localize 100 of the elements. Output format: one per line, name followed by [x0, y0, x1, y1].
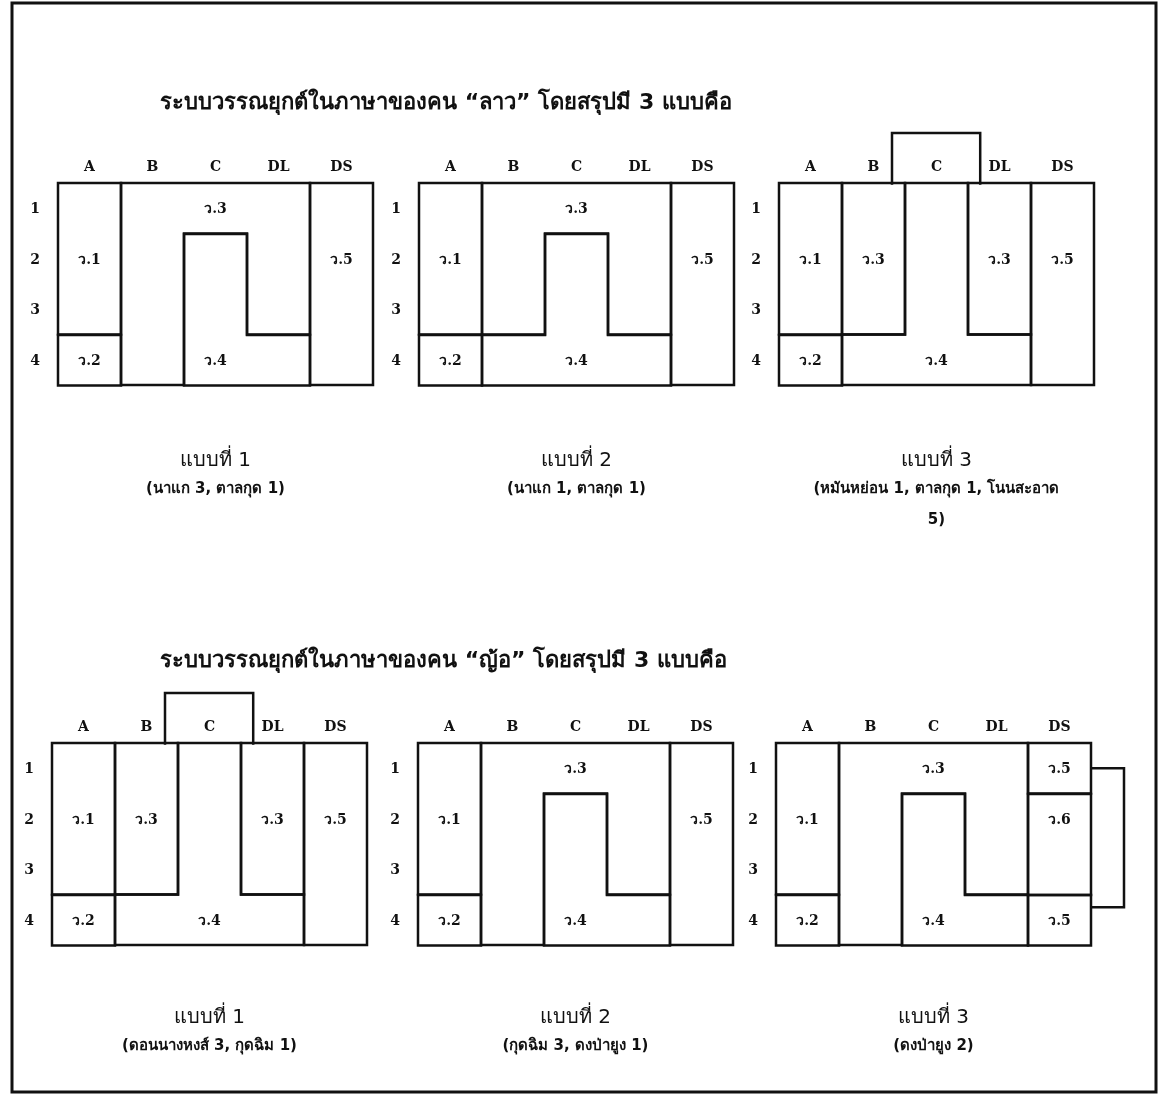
region-label: ว.5 [1048, 910, 1071, 930]
column-header: DS [330, 158, 353, 174]
region-label: ว.1 [72, 809, 95, 829]
column-header: B [146, 158, 159, 174]
row-number: 3 [391, 301, 401, 318]
region-label: ว.2 [799, 350, 822, 370]
pattern-caption: แบบที่ 3 [899, 444, 974, 473]
village-list: (นาแก 1, ตาลกุด 1) [451, 473, 702, 504]
pattern-caption: แบบที่ 2 [539, 444, 614, 473]
region-label: ว.4 [564, 910, 587, 930]
region-label: ว.5 [330, 249, 353, 269]
region-label: ว.3 [922, 759, 945, 779]
column-header: A [444, 718, 455, 734]
region-label: ว.3 [135, 809, 158, 829]
region-label: ว.1 [796, 809, 819, 829]
column-header: C [930, 158, 943, 174]
region-label: ว.3 [564, 759, 587, 779]
column-header: A [805, 158, 816, 174]
row-number: 4 [391, 351, 401, 368]
region-label: ว.6 [1048, 809, 1071, 829]
row-number: 3 [24, 861, 34, 878]
region-label: ว.3 [204, 199, 227, 219]
row-number: 4 [24, 911, 34, 928]
bracket-line [1091, 767, 1126, 909]
village-list: (หมันหย่อน 1, ตาลกุด 1, โนนสะอาด 5) [811, 473, 1062, 535]
column-header: C [570, 158, 583, 174]
pattern-caption: แบบที่ 1 [172, 1001, 247, 1030]
region-label: ว.3 [565, 199, 588, 219]
region-label: ว.1 [439, 249, 462, 269]
row-number: 4 [748, 911, 758, 928]
column-header: DL [628, 158, 651, 174]
village-list: (นาแก 3, ตาลกุด 1) [90, 473, 341, 504]
region-label: ว.1 [438, 809, 461, 829]
region-label: ว.4 [198, 910, 221, 930]
region-label: ว.4 [925, 350, 948, 370]
column-header: DS [1051, 158, 1074, 174]
region-label: ว.2 [439, 350, 462, 370]
column-header: B [506, 718, 519, 734]
region-label: ว.4 [565, 350, 588, 370]
pattern-caption: แบบที่ 1 [178, 444, 253, 473]
region-label: ว.5 [1048, 759, 1071, 779]
row-number: 4 [390, 911, 400, 928]
region-label: ว.4 [204, 350, 227, 370]
column-header: A [802, 718, 813, 734]
region-label: ว.3 [862, 249, 885, 269]
region-label: ว.4 [922, 910, 945, 930]
row-number: 3 [748, 861, 758, 878]
village-list: (ดงป่ายูง 2) [808, 1030, 1059, 1061]
column-header: A [445, 158, 456, 174]
row-number: 3 [30, 301, 40, 318]
row-number: 1 [751, 200, 761, 217]
column-header: DL [261, 718, 284, 734]
column-header: A [84, 158, 95, 174]
row-number: 3 [390, 861, 400, 878]
row-number: 4 [30, 351, 40, 368]
column-header: B [864, 718, 877, 734]
row-number: 2 [391, 250, 401, 267]
column-header: DL [988, 158, 1011, 174]
column-header: C [209, 158, 222, 174]
column-header: DL [627, 718, 650, 734]
pattern-caption: แบบที่ 3 [896, 1001, 971, 1030]
column-header: B [140, 718, 153, 734]
column-header: B [867, 158, 880, 174]
column-header: DL [985, 718, 1008, 734]
region-label: ว.3 [988, 249, 1011, 269]
region-label: ว.1 [799, 249, 822, 269]
village-list: (ดอนนางหงส์ 3, กุดฉิม 1) [84, 1030, 335, 1061]
section-title: ระบบวรรณยุกต์ในภาษาของคน “ญ้อ” โดยสรุปมี 3 แบบคือ [160, 645, 727, 675]
row-number: 2 [30, 250, 40, 267]
column-header: DS [691, 158, 714, 174]
region-label: ว.5 [324, 809, 347, 829]
row-number: 1 [391, 200, 401, 217]
column-header: C [569, 718, 582, 734]
diagram-title: ระบบวรรณยุกต์ในภาษาของคน “ลาว” โดยสรุปมี 3 แบบคือ [160, 87, 732, 117]
row-number: 2 [751, 250, 761, 267]
column-header: DL [267, 158, 290, 174]
row-number: 1 [390, 760, 400, 777]
region-label: ว.1 [78, 249, 101, 269]
region-label: ว.2 [438, 910, 461, 930]
region-label: ว.2 [78, 350, 101, 370]
region-label: ว.5 [1051, 249, 1074, 269]
region-label: ว.2 [72, 910, 95, 930]
column-header: A [78, 718, 89, 734]
region-label: ว.2 [796, 910, 819, 930]
row-number: 2 [748, 810, 758, 827]
region-label: ว.5 [691, 249, 714, 269]
row-number: 1 [748, 760, 758, 777]
row-number: 1 [24, 760, 34, 777]
pattern-caption: แบบที่ 2 [538, 1001, 613, 1030]
column-header: DS [324, 718, 347, 734]
region-label: ว.3 [261, 809, 284, 829]
column-header: C [203, 718, 216, 734]
column-header: C [927, 718, 940, 734]
region-label: ว.5 [690, 809, 713, 829]
row-number: 1 [30, 200, 40, 217]
village-list: (กุดฉิม 3, ดงป่ายูง 1) [450, 1030, 701, 1061]
column-header: DS [690, 718, 713, 734]
column-header: B [507, 158, 520, 174]
row-number: 4 [751, 351, 761, 368]
row-number: 3 [751, 301, 761, 318]
